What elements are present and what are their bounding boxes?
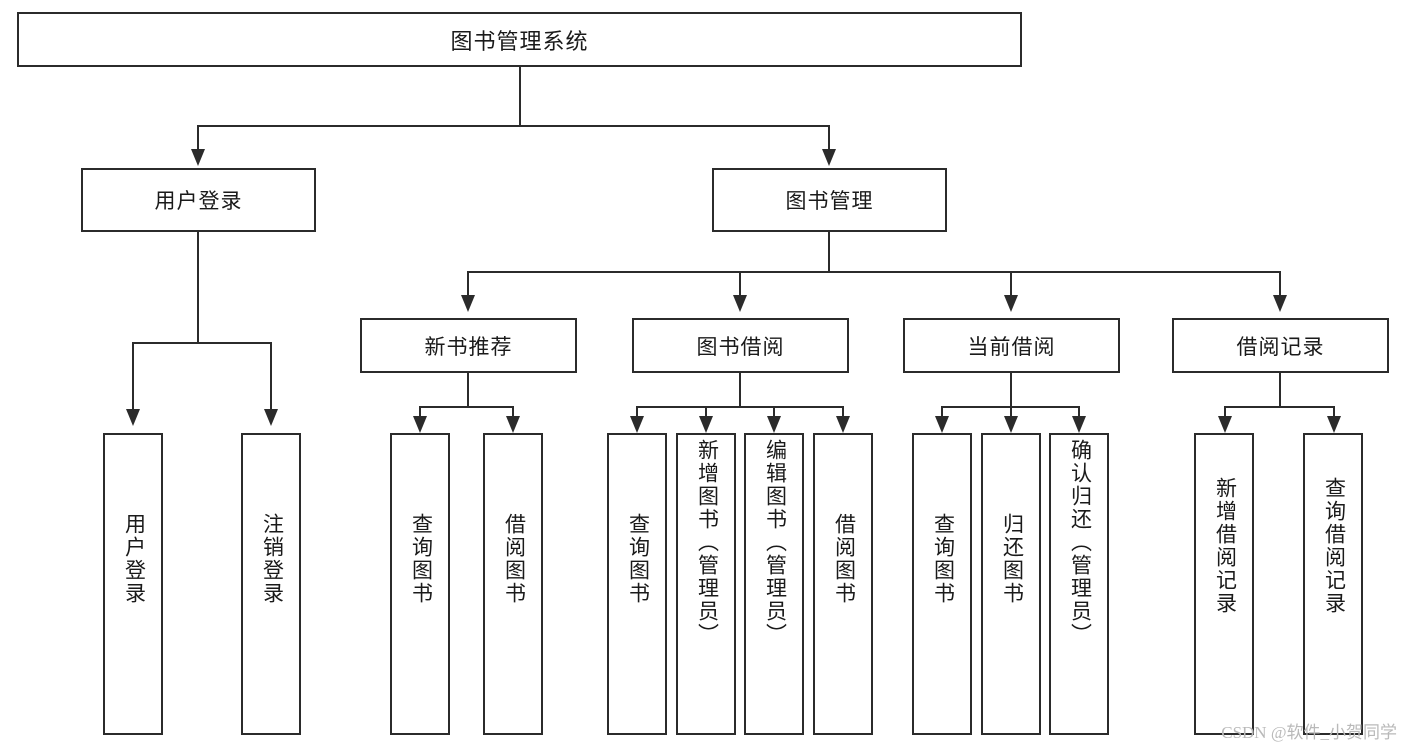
node-leaf-query-book-recommend[interactable]: 查询图书 [390,433,450,735]
connector-book-borrow-bus [636,406,844,408]
node-label: 查询图书 [626,513,650,605]
arrowhead-borrow-record [1273,295,1287,312]
node-label: 当前借阅 [967,335,1056,359]
connector-new-book-stem [467,373,469,406]
node-leaf-add-borrow-record[interactable]: 新增借阅记录 [1194,433,1254,735]
node-label: 图书管理系统 [450,28,589,54]
arrowhead-leaf-confirm-return [1072,416,1086,433]
connector-user-login-stem [197,232,199,342]
connector-borrow-record-drop-2 [1333,406,1335,416]
node-borrow-record[interactable]: 借阅记录 [1172,318,1389,373]
connector-drop-borrow-record [1279,271,1281,295]
node-leaf-user-login[interactable]: 用户登录 [103,433,163,735]
node-label: 图书管理 [785,190,874,213]
arrowhead-leaf-add-book [699,416,713,433]
connector-borrow-record-drop-1 [1224,406,1226,416]
node-leaf-borrow-book-recommend[interactable]: 借阅图书 [483,433,543,735]
connector-current-borrow-stem [1010,373,1012,406]
node-label: 借阅记录 [1236,335,1325,359]
connector-new-book-drop-1 [419,406,421,416]
connector-drop-book-borrow [739,271,741,295]
connector-borrow-record-bus [1224,406,1335,408]
arrowhead-leaf-query-book-3 [935,416,949,433]
node-label: 确认归还（管理员） [1068,439,1092,646]
node-book-management[interactable]: 图书管理 [712,168,947,232]
arrowhead-leaf-edit-book [767,416,781,433]
node-leaf-query-borrow-record[interactable]: 查询借阅记录 [1303,433,1363,735]
arrowhead-leaf-borrow-book-1 [506,416,520,433]
connector-book-manage-stem [828,232,830,271]
arrowhead-leaf-query-book-2 [630,416,644,433]
node-leaf-borrow-book-borrow[interactable]: 借阅图书 [813,433,873,735]
connector-new-book-bus [419,406,514,408]
node-label: 用户登录 [122,513,146,605]
arrowhead-leaf-user-login [126,409,140,426]
node-label: 查询图书 [409,513,433,605]
connector-new-book-drop-2 [512,406,514,416]
node-leaf-add-book[interactable]: 新增图书（管理员） [676,433,736,735]
connector-root-bus [197,125,830,127]
node-label: 归还图书 [1000,513,1024,605]
arrowhead-book-borrow [733,295,747,312]
node-leaf-user-logout[interactable]: 注销登录 [241,433,301,735]
node-label: 借阅图书 [832,513,856,605]
node-leaf-edit-book[interactable]: 编辑图书（管理员） [744,433,804,735]
node-label: 借阅图书 [502,513,526,605]
node-user-login[interactable]: 用户登录 [81,168,316,232]
connector-user-login-drop-2 [270,342,272,409]
connector-current-borrow-drop-3 [1078,406,1080,416]
connector-book-borrow-drop-2 [705,406,707,416]
node-label: 新增图书（管理员） [695,439,719,646]
node-leaf-return-book[interactable]: 归还图书 [981,433,1041,735]
connector-book-borrow-drop-1 [636,406,638,416]
arrowhead-book-manage [822,149,836,166]
connector-book-manage-bus [467,271,1281,273]
arrowhead-leaf-borrow-book-2 [836,416,850,433]
arrowhead-current-borrow [1004,295,1018,312]
node-root-book-management-system[interactable]: 图书管理系统 [17,12,1022,67]
node-label: 新增借阅记录 [1213,477,1237,615]
node-label: 查询借阅记录 [1322,477,1346,615]
connector-drop-book-manage [828,125,830,149]
connector-book-borrow-stem [739,373,741,406]
connector-user-login-bus [132,342,271,344]
node-current-borrow[interactable]: 当前借阅 [903,318,1120,373]
connector-root-stem [519,67,521,125]
node-label: 编辑图书（管理员） [763,439,787,646]
arrowhead-leaf-return-book [1004,416,1018,433]
node-label: 注销登录 [260,513,284,605]
node-leaf-query-book-current[interactable]: 查询图书 [912,433,972,735]
node-book-borrow[interactable]: 图书借阅 [632,318,849,373]
connector-book-borrow-drop-3 [773,406,775,416]
arrowhead-new-book-recommend [461,295,475,312]
arrowhead-leaf-add-record [1218,416,1232,433]
arrowhead-leaf-query-record [1327,416,1341,433]
connector-user-login-drop-1 [132,342,134,409]
connector-drop-current-borrow [1010,271,1012,295]
arrowhead-user-login [191,149,205,166]
connector-current-borrow-drop-2 [1010,406,1012,416]
connector-drop-user-login [197,125,199,149]
node-leaf-confirm-return[interactable]: 确认归还（管理员） [1049,433,1109,735]
node-label: 用户登录 [154,190,243,213]
arrowhead-leaf-query-book-1 [413,416,427,433]
node-leaf-query-book-borrow[interactable]: 查询图书 [607,433,667,735]
connector-book-borrow-drop-4 [842,406,844,416]
connector-current-borrow-drop-1 [941,406,943,416]
node-label: 图书借阅 [696,335,785,359]
node-new-book-recommend[interactable]: 新书推荐 [360,318,577,373]
node-label: 新书推荐 [424,335,513,359]
connector-drop-new-book-recommend [467,271,469,295]
node-label: 查询图书 [931,513,955,605]
connector-borrow-record-stem [1279,373,1281,406]
arrowhead-leaf-user-logout [264,409,278,426]
